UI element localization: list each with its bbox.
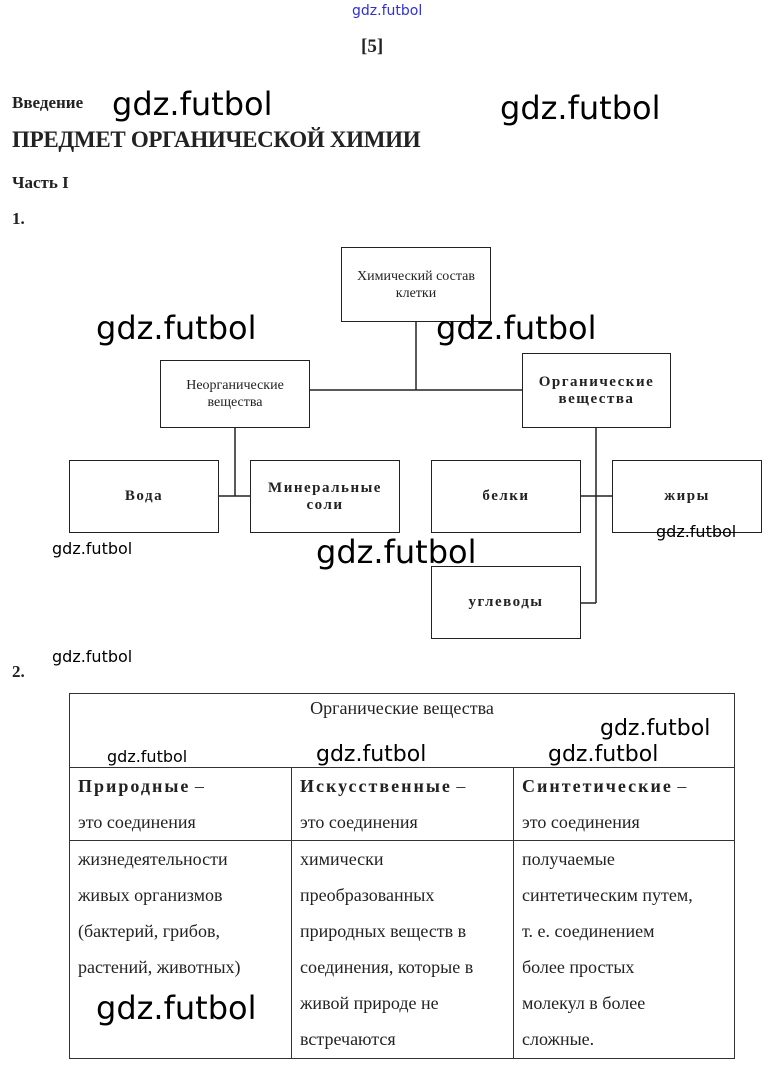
term: Синтетические bbox=[522, 776, 673, 796]
watermark: gdz.futbol bbox=[52, 647, 133, 666]
line: растений, животных) bbox=[78, 957, 241, 977]
section-label: Введение bbox=[12, 93, 84, 112]
line: природных веществ в bbox=[300, 921, 467, 941]
watermark: gdz.futbol bbox=[96, 309, 257, 347]
diagram-proteins-box: белки bbox=[431, 460, 581, 533]
watermark: gdz.futbol bbox=[600, 716, 711, 741]
table-cell-artificial-term: Искусственные – это соединения bbox=[291, 767, 514, 841]
line: более простых bbox=[522, 957, 635, 977]
intro: это соединения bbox=[522, 812, 640, 832]
watermark: gdz.futbol bbox=[52, 539, 133, 558]
line: сложные. bbox=[522, 1029, 595, 1049]
watermark-link[interactable]: gdz.futbol bbox=[352, 3, 423, 19]
line: молекул в более bbox=[522, 993, 646, 1013]
diagram-root-box: Химический состав клетки bbox=[341, 247, 491, 322]
dash: – bbox=[451, 776, 466, 796]
intro: это соединения bbox=[300, 812, 418, 832]
dash: – bbox=[672, 776, 687, 796]
line: встречаются bbox=[300, 1029, 396, 1049]
table-cell-artificial-desc: химически преобразованных природных веще… bbox=[291, 840, 514, 1059]
line: живой природе не bbox=[300, 993, 439, 1013]
watermark: gdz.futbol bbox=[500, 89, 661, 127]
line: соединения, которые в bbox=[300, 957, 474, 977]
diagram-carbs-box: углеводы bbox=[431, 566, 581, 639]
table-cell-synthetic-term: Синтетические – это соединения bbox=[513, 767, 735, 841]
part-label: Часть I bbox=[12, 173, 69, 192]
line: жизнедеятельности bbox=[78, 849, 228, 869]
watermark: gdz.futbol bbox=[436, 309, 597, 347]
page-title: ПРЕДМЕТ ОРГАНИЧЕСКОЙ ХИМИИ bbox=[12, 127, 421, 152]
watermark: gdz.futbol bbox=[316, 533, 477, 571]
organic-substances-table: Органические вещества Природные – это сое… bbox=[69, 693, 735, 1059]
line: т. е. соединением bbox=[522, 921, 655, 941]
diagram-organic-box: Органические вещества bbox=[522, 353, 671, 428]
page-number: [5] bbox=[361, 36, 384, 57]
watermark: gdz.futbol bbox=[548, 742, 659, 767]
line: (бактерий, грибов, bbox=[78, 921, 220, 941]
line: химически bbox=[300, 849, 384, 869]
dash: – bbox=[190, 776, 204, 796]
diagram-water-box: Вода bbox=[69, 460, 219, 533]
line: синтетическим путем, bbox=[522, 885, 693, 905]
watermark: gdz.futbol bbox=[656, 522, 737, 541]
watermark: gdz.futbol bbox=[96, 989, 257, 1027]
watermark: gdz.futbol bbox=[112, 85, 273, 123]
diagram-minerals-box: Минеральные соли bbox=[250, 460, 400, 533]
task-2-number: 2. bbox=[12, 662, 25, 681]
table-cell-synthetic-desc: получаемые синтетическим путем, т. е. со… bbox=[513, 840, 735, 1059]
table-cell-natural-term: Природные – это соединения bbox=[69, 767, 292, 841]
task-1-number: 1. bbox=[12, 209, 25, 228]
table-header: Органические вещества bbox=[69, 693, 735, 768]
diagram-fats-box: жиры bbox=[612, 460, 762, 533]
intro: это соединения bbox=[78, 812, 196, 832]
watermark: gdz.futbol bbox=[107, 747, 188, 766]
line: получаемые bbox=[522, 849, 615, 869]
term: Природные bbox=[78, 776, 191, 796]
diagram-inorganic-box: Неорганические вещества bbox=[160, 360, 310, 428]
line: преобразованных bbox=[300, 885, 435, 905]
watermark: gdz.futbol bbox=[316, 742, 427, 767]
term: Искусственные bbox=[300, 776, 452, 796]
table-cell-natural-desc: жизнедеятельности живых организмов (бакт… bbox=[69, 840, 292, 1059]
line: живых организмов bbox=[78, 885, 223, 905]
